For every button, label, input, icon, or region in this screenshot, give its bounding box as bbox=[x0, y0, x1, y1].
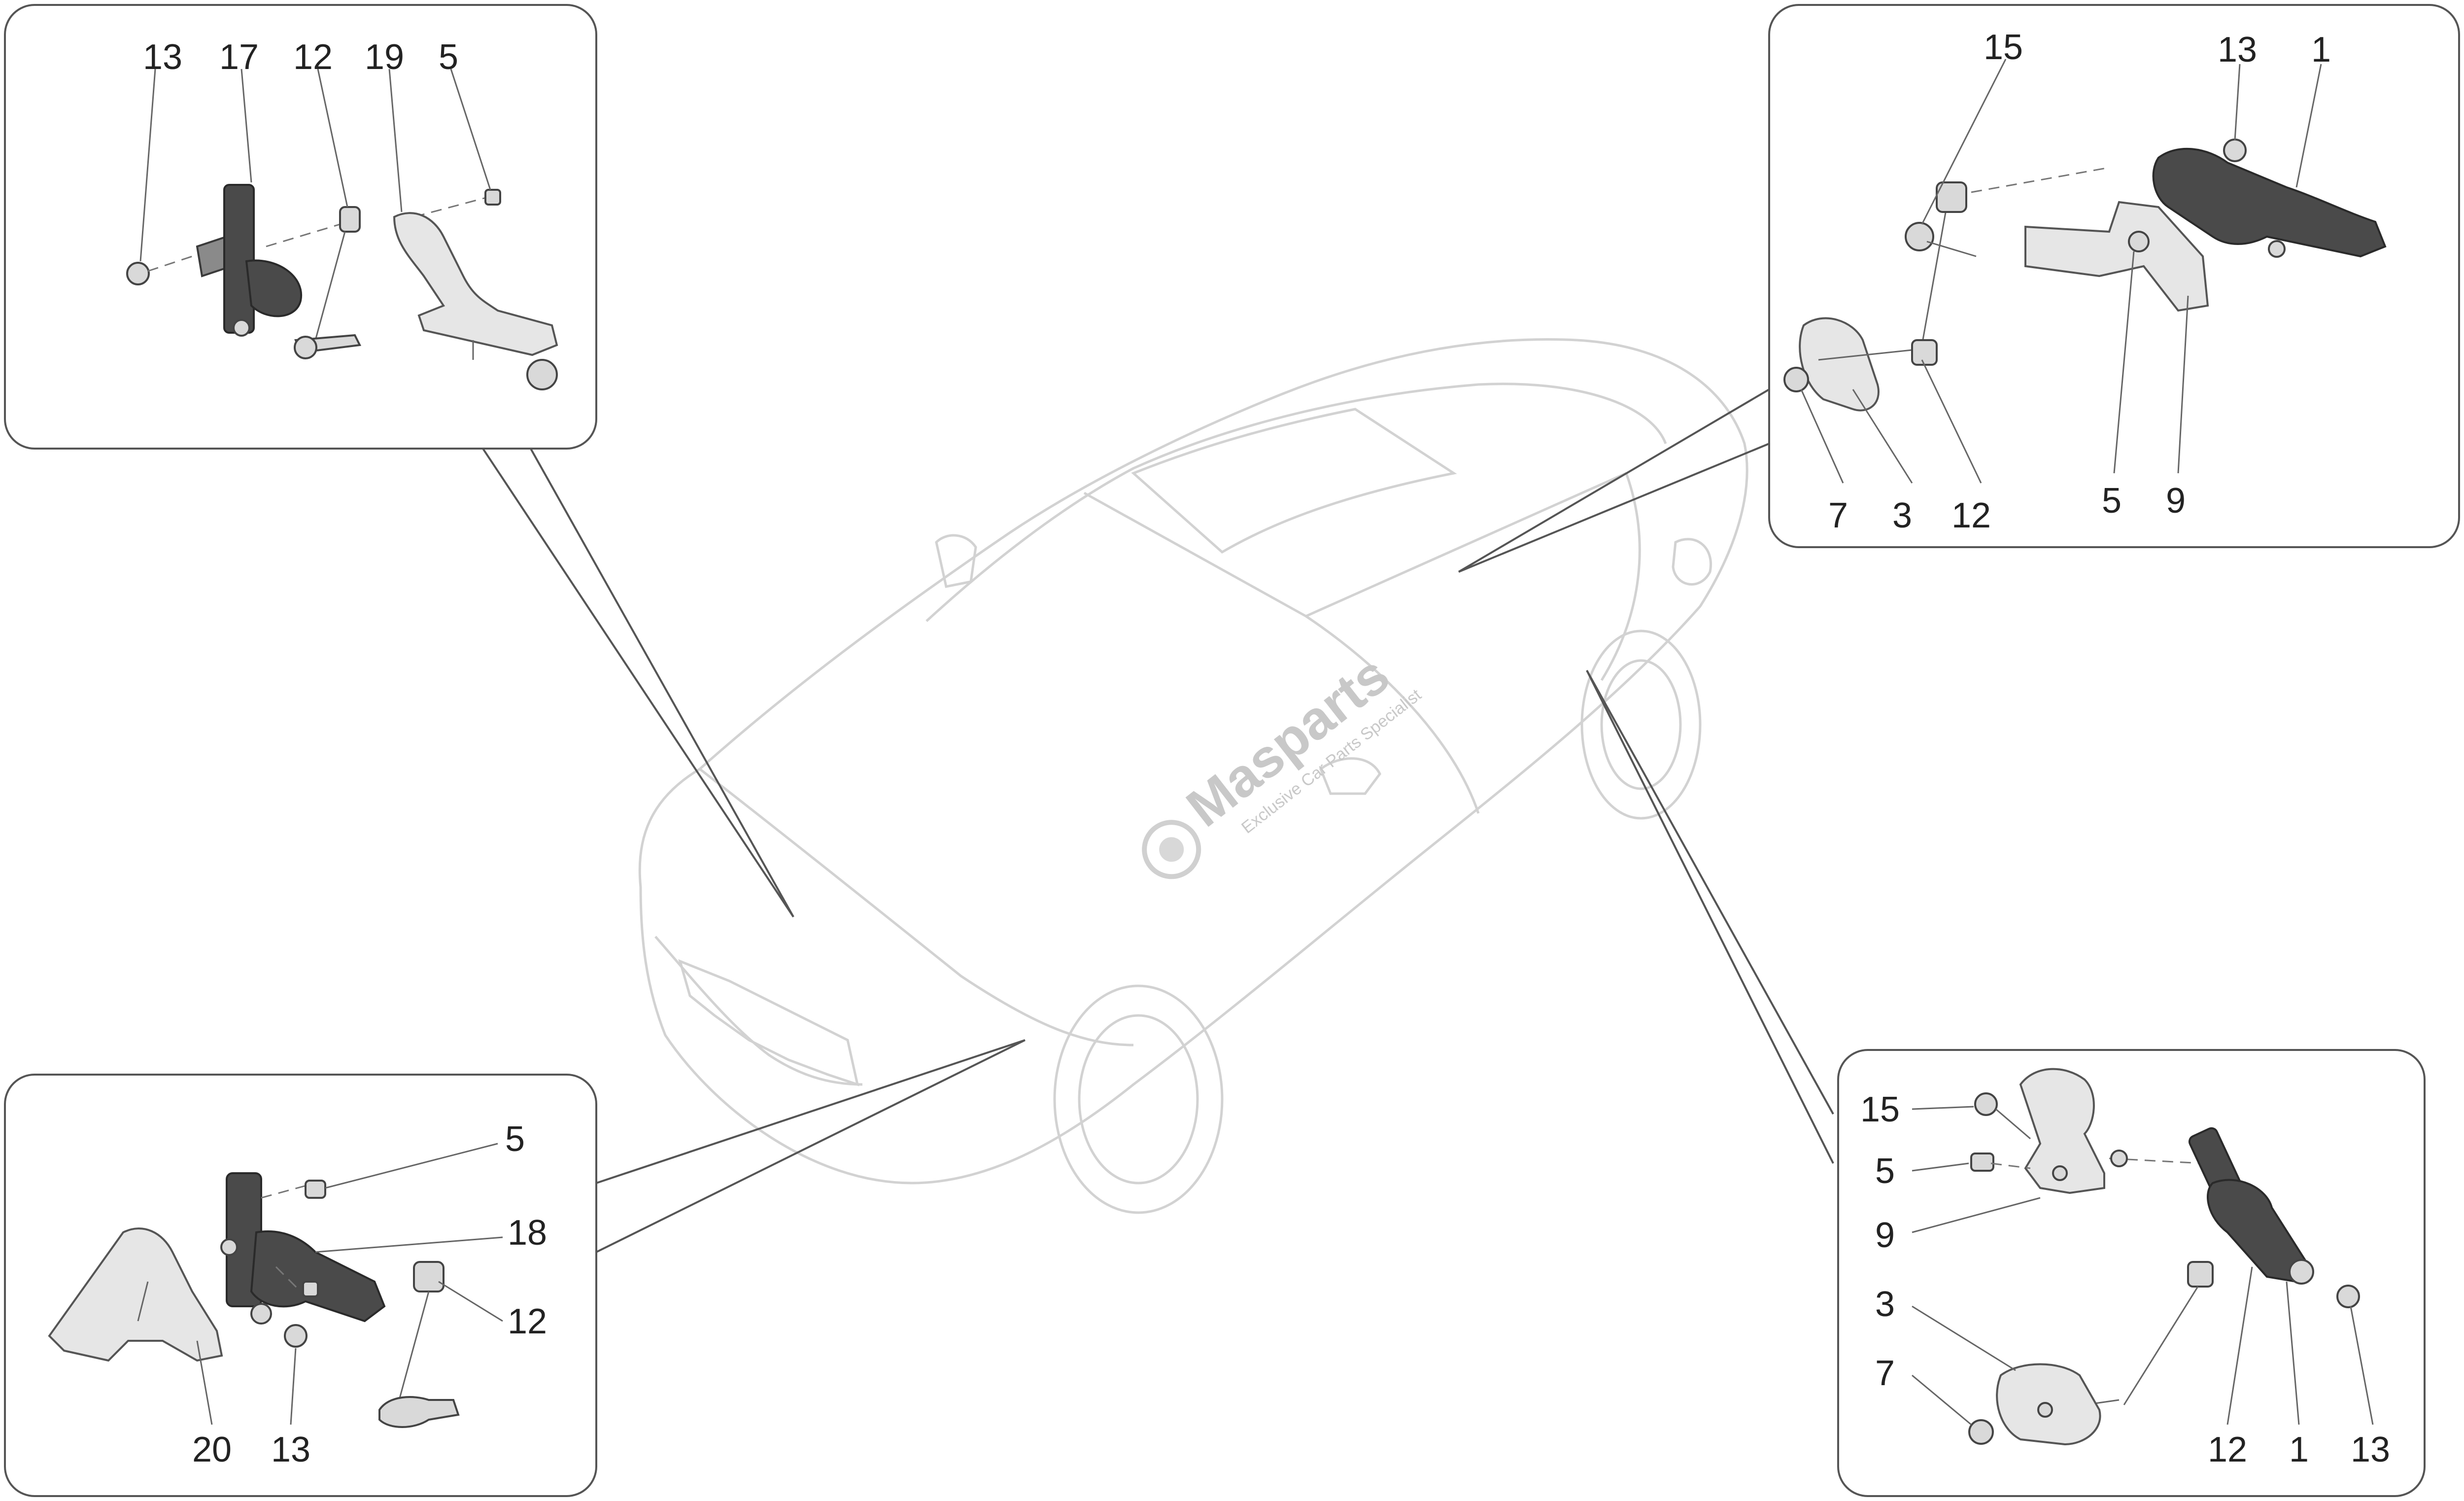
callout-7: 7 bbox=[1875, 1354, 1895, 1393]
callout-9: 9 bbox=[1875, 1216, 1895, 1255]
sensor-parts-top-left bbox=[126, 184, 558, 390]
callout-5: 5 bbox=[505, 1119, 525, 1159]
watermark: Masparts Exclusive Car Parts Specialist bbox=[1142, 644, 1425, 879]
callout-1: 1 bbox=[2311, 30, 2331, 70]
callout-17: 17 bbox=[219, 37, 259, 77]
callout-19: 19 bbox=[365, 37, 404, 77]
callout-18: 18 bbox=[508, 1213, 547, 1253]
car-outline bbox=[638, 338, 1748, 1214]
callout-3: 3 bbox=[1892, 496, 1912, 535]
sensor-parts-bottom-left bbox=[48, 1172, 460, 1428]
callout-5: 5 bbox=[1875, 1152, 1895, 1191]
panel-top-left: 13 17 12 19 5 bbox=[4, 4, 597, 450]
callout-15: 15 bbox=[1860, 1090, 1900, 1129]
sensor-parts-top-right bbox=[1783, 139, 2387, 412]
callout-1: 1 bbox=[2289, 1430, 2309, 1469]
panel-bottom-left: 5 18 12 20 13 bbox=[4, 1074, 597, 1497]
callout-leaders bbox=[472, 388, 1834, 1253]
callout-12: 12 bbox=[293, 37, 333, 77]
callout-20: 20 bbox=[192, 1430, 232, 1469]
callout-3: 3 bbox=[1875, 1285, 1895, 1324]
callout-15: 15 bbox=[1984, 28, 2023, 67]
callout-5: 5 bbox=[2102, 481, 2122, 521]
callout-5: 5 bbox=[439, 37, 458, 77]
panel-top-right: 15 13 1 7 3 12 5 9 bbox=[1768, 4, 2460, 548]
callout-7: 7 bbox=[1828, 496, 1848, 535]
callout-12: 12 bbox=[508, 1302, 547, 1341]
callout-13: 13 bbox=[271, 1430, 310, 1469]
panel-bottom-right: 15 5 9 3 7 12 1 13 bbox=[1837, 1049, 2426, 1497]
callout-13: 13 bbox=[2218, 30, 2257, 70]
sensor-parts-bottom-right bbox=[1968, 1068, 2360, 1446]
callout-12: 12 bbox=[1951, 496, 1991, 535]
callout-9: 9 bbox=[2166, 481, 2186, 521]
callout-13: 13 bbox=[143, 37, 182, 77]
callout-12: 12 bbox=[2208, 1430, 2247, 1469]
callout-13: 13 bbox=[2351, 1430, 2390, 1469]
